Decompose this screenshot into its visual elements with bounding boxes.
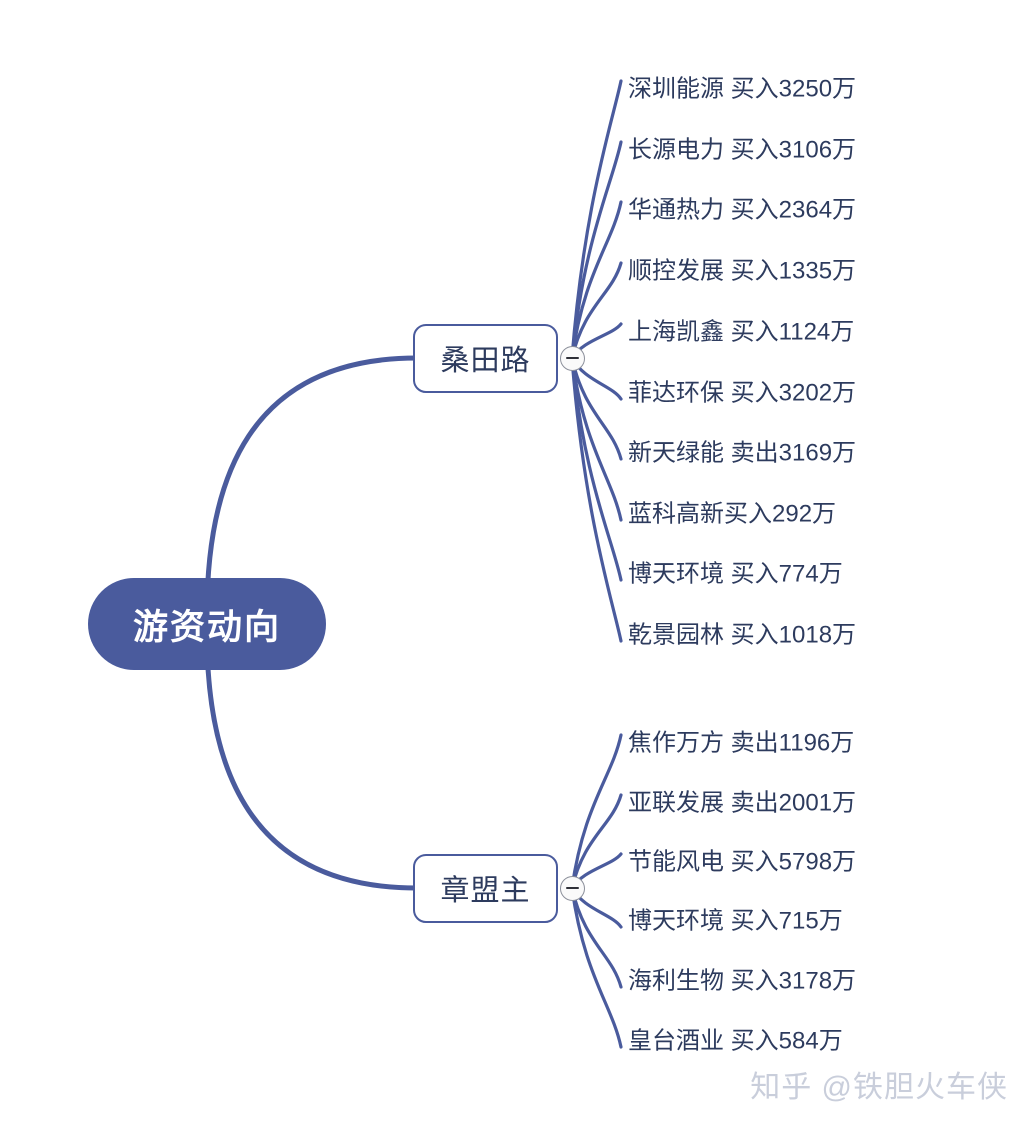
leaf-connector: [570, 200, 623, 360]
minus-icon: [565, 356, 579, 360]
leaf-node[interactable]: 顺控发展 买入1335万: [628, 257, 857, 285]
leaf-node[interactable]: 上海凯鑫 买入1124万: [628, 318, 855, 346]
leaf-connector: [570, 356, 623, 643]
leaf-connector: [570, 140, 623, 360]
leaf-node[interactable]: 新天绿能 卖出3169万: [628, 439, 857, 467]
branch-node-label: 章盟主: [440, 875, 531, 907]
leaf-node[interactable]: 节能风电 买入5798万: [628, 848, 857, 876]
branch-connector: [204, 621, 420, 891]
leaf-connector: [570, 356, 623, 461]
leaf-connector: [570, 79, 623, 360]
leaf-node[interactable]: 深圳能源 买入3250万: [628, 75, 857, 103]
branch-node-label: 桑田路: [440, 345, 531, 377]
minus-icon: [565, 886, 579, 890]
leaf-node[interactable]: 乾景园林 买入1018万: [628, 621, 857, 649]
leaf-connector: [570, 886, 623, 989]
leaf-connector: [570, 733, 623, 890]
root-node[interactable]: 游资动向: [88, 578, 326, 670]
leaf-node[interactable]: 长源电力 买入3106万: [628, 136, 857, 164]
branch-node-1[interactable]: 章盟主: [413, 853, 558, 923]
watermark: 知乎 @铁胆火车侠: [750, 1071, 1008, 1104]
branch-node-0[interactable]: 桑田路: [413, 323, 558, 393]
root-node-label: 游资动向: [132, 607, 281, 647]
leaf-node[interactable]: 蓝科高新买入292万: [628, 500, 837, 528]
leaf-node[interactable]: 博天环境 买入774万: [628, 560, 843, 588]
leaf-node[interactable]: 博天环境 买入715万: [628, 907, 843, 935]
collapse-button[interactable]: [559, 875, 585, 901]
leaf-connector: [570, 261, 623, 360]
leaf-node[interactable]: 亚联发展 卖出2001万: [628, 789, 857, 817]
branch-connector: [204, 355, 420, 627]
leaf-node[interactable]: 菲达环保 买入3202万: [628, 379, 857, 407]
leaf-node[interactable]: 焦作万方 卖出1196万: [628, 729, 855, 757]
leaf-node[interactable]: 海利生物 买入3178万: [628, 967, 857, 995]
collapse-button[interactable]: [559, 345, 585, 371]
leaf-connector: [570, 793, 623, 890]
leaf-node[interactable]: 皇台酒业 买入584万: [628, 1027, 843, 1055]
leaf-node[interactable]: 华通热力 买入2364万: [628, 196, 857, 224]
leaf-connector: [570, 356, 623, 522]
leaf-connector: [570, 886, 623, 1049]
